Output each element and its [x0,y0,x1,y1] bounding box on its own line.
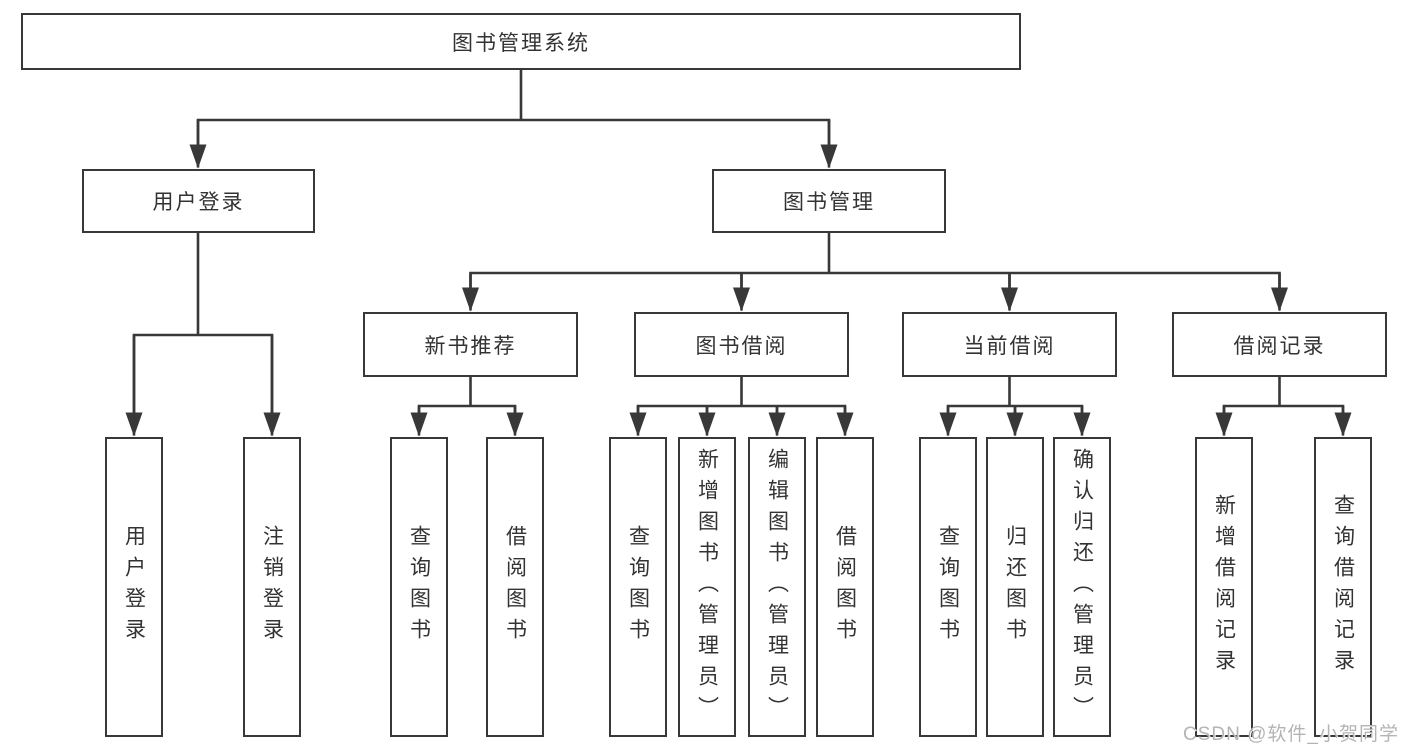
leaf-label: 确认归还（管理员） [1070,447,1094,727]
node-new-book-recommend: 新书推荐 [363,312,578,377]
connector-new-book [417,377,517,414]
leaf-logout-label: 注销登录 [260,525,284,649]
connector-book-management [469,233,1281,290]
leaf-query-books-current: 查询图书 [919,437,977,737]
leaf-label: 查询图书 [936,525,960,649]
node-book-borrow-label: 图书借阅 [695,334,788,358]
leaf-label: 借阅图书 [503,525,527,649]
connector-user-login [132,233,274,414]
node-new-book-recommend-label: 新书推荐 [424,334,517,358]
node-user-login-label: 用户登录 [152,191,245,214]
connector-root [196,70,831,147]
leaf-add-books-admin: 新增图书（管理员） [678,437,736,737]
leaf-edit-books-admin: 编辑图书（管理员） [748,437,806,737]
leaf-borrow-books-recommend: 借阅图书 [486,437,544,737]
leaf-query-books-borrow: 查询图书 [609,437,667,737]
node-borrow-records-label: 借阅记录 [1233,334,1326,358]
leaf-user-login-label: 用户登录 [122,525,146,649]
leaf-query-books-recommend: 查询图书 [390,437,448,737]
leaf-borrow-books: 借阅图书 [816,437,874,737]
leaf-label: 借阅图书 [833,525,857,649]
node-user-login: 用户登录 [82,169,315,233]
node-root-system: 图书管理系统 [21,13,1021,70]
leaf-label: 新增借阅记录 [1212,494,1236,680]
leaf-label: 新增图书（管理员） [695,447,719,727]
node-borrow-records: 借阅记录 [1172,312,1387,377]
leaf-user-login: 用户登录 [105,437,163,737]
connector-borrow-records [1222,377,1345,414]
leaf-label: 编辑图书（管理员） [765,447,789,727]
leaf-label: 查询图书 [407,525,431,649]
node-root-label: 图书管理系统 [452,31,590,55]
leaf-add-borrow-record: 新增借阅记录 [1195,437,1253,737]
connector-book-borrow [636,377,847,414]
leaf-label: 查询图书 [626,525,650,649]
node-book-management-label: 图书管理 [783,191,875,214]
node-current-borrow: 当前借阅 [902,312,1117,377]
leaf-logout: 注销登录 [243,437,301,737]
leaf-label: 归还图书 [1003,525,1027,649]
node-book-management: 图书管理 [712,169,946,233]
leaf-return-books: 归还图书 [986,437,1044,737]
leaf-confirm-return-admin: 确认归还（管理员） [1053,437,1111,737]
leaf-query-borrow-record: 查询借阅记录 [1314,437,1372,737]
leaf-label: 查询借阅记录 [1331,494,1355,680]
node-book-borrow: 图书借阅 [634,312,849,377]
node-current-borrow-label: 当前借阅 [963,334,1056,358]
